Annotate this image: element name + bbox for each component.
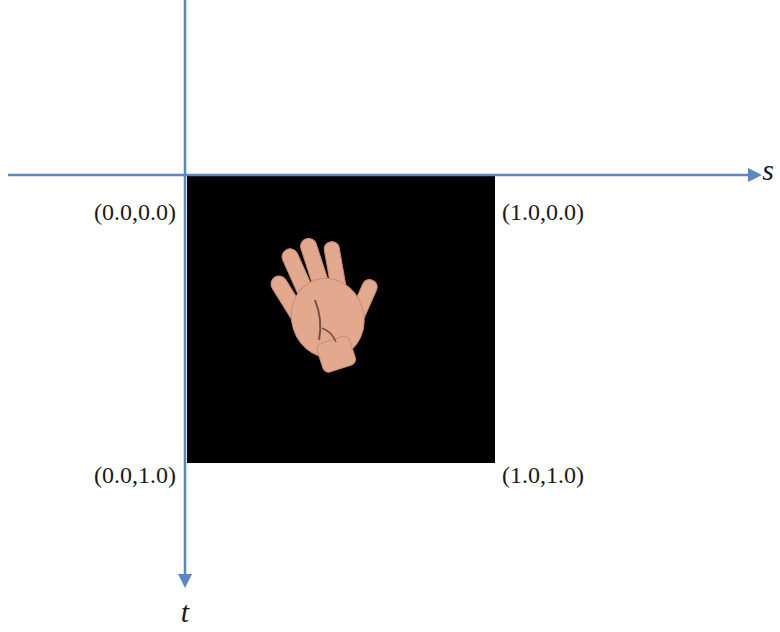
axes — [8, 0, 752, 578]
corner-coordinate: (1.0,0.0) — [502, 198, 584, 227]
corner-coordinate: (0.0,0.0) — [94, 198, 176, 227]
corner-coordinate: (0.0,1.0) — [94, 461, 176, 490]
hand-picture — [259, 222, 401, 382]
axis-label: t — [181, 594, 189, 630]
axis-label: s — [762, 152, 774, 188]
texture-square — [187, 175, 495, 463]
axis-arrowheads — [178, 168, 762, 588]
corner-coordinate: (1.0,1.0) — [502, 461, 584, 490]
